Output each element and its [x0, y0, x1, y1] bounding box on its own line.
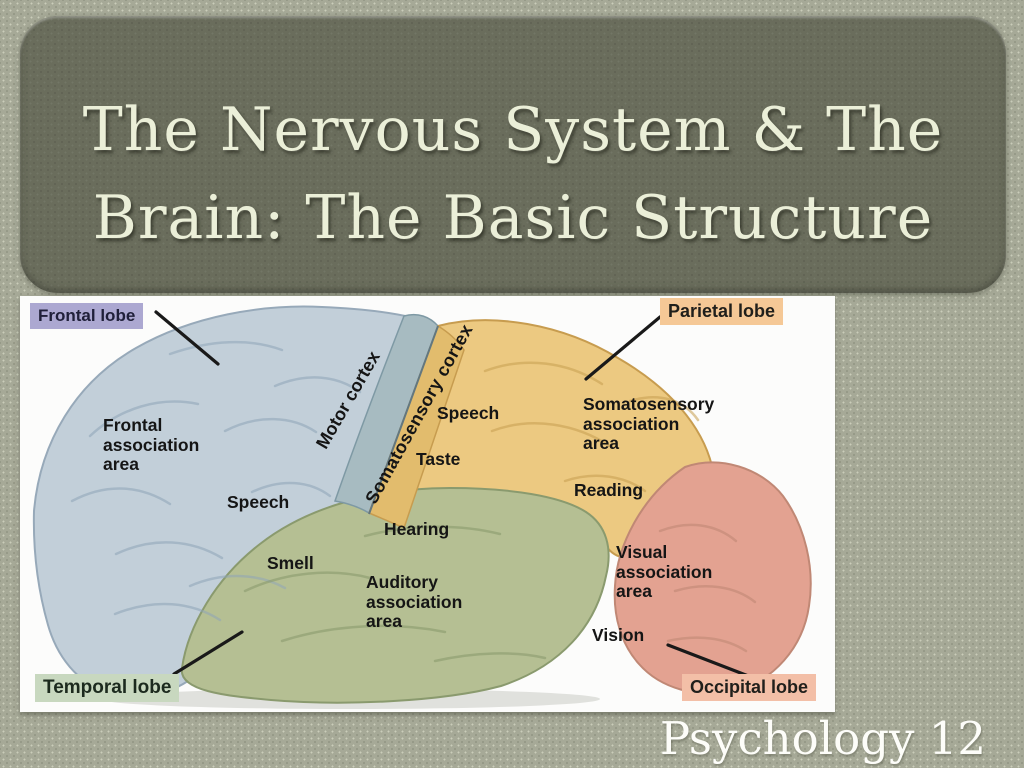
temporal-gyri-lines: [243, 525, 547, 663]
slide-title-line-1: The Nervous System & The: [82, 95, 944, 165]
area-label-speech-frontal: Speech: [227, 492, 290, 512]
brain-illustration: [32, 305, 812, 709]
parietal-lobe-tag: Parietal lobe: [660, 298, 784, 325]
area-label-taste: Taste: [416, 449, 461, 469]
frontal-leader-line: [154, 310, 220, 366]
occipital-leader-line: [666, 643, 753, 679]
area-label-vision: Vision: [592, 625, 645, 645]
temporal-lobe-tag: Temporal lobe: [35, 674, 180, 702]
occipital-gyri-lines: [658, 523, 757, 653]
area-label-somatosensory-association: Somatosensory association area: [583, 394, 715, 454]
central-sulcus-line: [368, 325, 439, 515]
area-label-frontal-association: Frontal association area: [103, 415, 200, 475]
parietal-leader-line: [584, 315, 662, 381]
frontal-lobe-tag: Frontal lobe: [30, 303, 144, 329]
footer-course-label: Psychology 12: [659, 712, 986, 765]
brain-figure: Frontal lobe Parietal lobe Temporal lobe…: [20, 296, 835, 712]
leader-lines: [154, 310, 753, 679]
area-label-visual-association: Visual association area: [616, 542, 713, 602]
area-label-speech-parietal: Speech: [437, 403, 500, 423]
motor-cortex-band: [333, 313, 439, 515]
area-label-smell: Smell: [267, 553, 314, 573]
occipital-lobe-tag: Occipital lobe: [682, 674, 817, 701]
area-label-hearing: Hearing: [384, 519, 450, 539]
frontal-gyri-lines: [70, 340, 362, 622]
area-label-reading: Reading: [574, 480, 644, 500]
slide-title-line-2: Brain: The Basic Structure: [92, 183, 934, 253]
title-card: The Nervous System & The Brain: The Basi…: [20, 16, 1006, 293]
temporal-lobe-region: [180, 486, 610, 704]
area-label-auditory-association: Auditory association area: [366, 572, 463, 632]
temporal-leader-line: [172, 630, 244, 676]
